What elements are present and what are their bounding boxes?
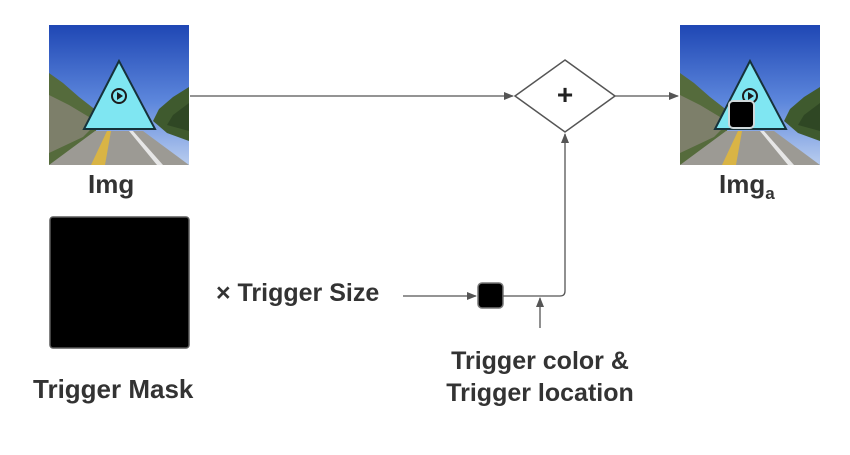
img-a-label-subscript: a [765, 184, 775, 203]
output-image [679, 24, 821, 166]
color-location-label: Trigger color & Trigger location [420, 345, 660, 409]
trigger-square [477, 282, 504, 309]
add-operator-node: + [513, 59, 617, 133]
img-label: Img [88, 169, 135, 199]
arrow-trigger-to-add [503, 133, 569, 297]
plus-symbol: + [557, 79, 573, 110]
color-location-line-1: Trigger color & [451, 347, 629, 375]
img-a-label-base: Img [719, 169, 766, 199]
trigger-mask-square [49, 216, 190, 349]
embedded-trigger [728, 100, 755, 129]
trigger-size-label: × Trigger Size [216, 279, 380, 307]
img-a-label: Imga [719, 171, 775, 202]
connectors [190, 92, 679, 328]
input-image [48, 24, 190, 166]
color-location-line-2: Trigger location [446, 379, 634, 407]
trigger-mask-label: Trigger Mask [33, 374, 194, 404]
